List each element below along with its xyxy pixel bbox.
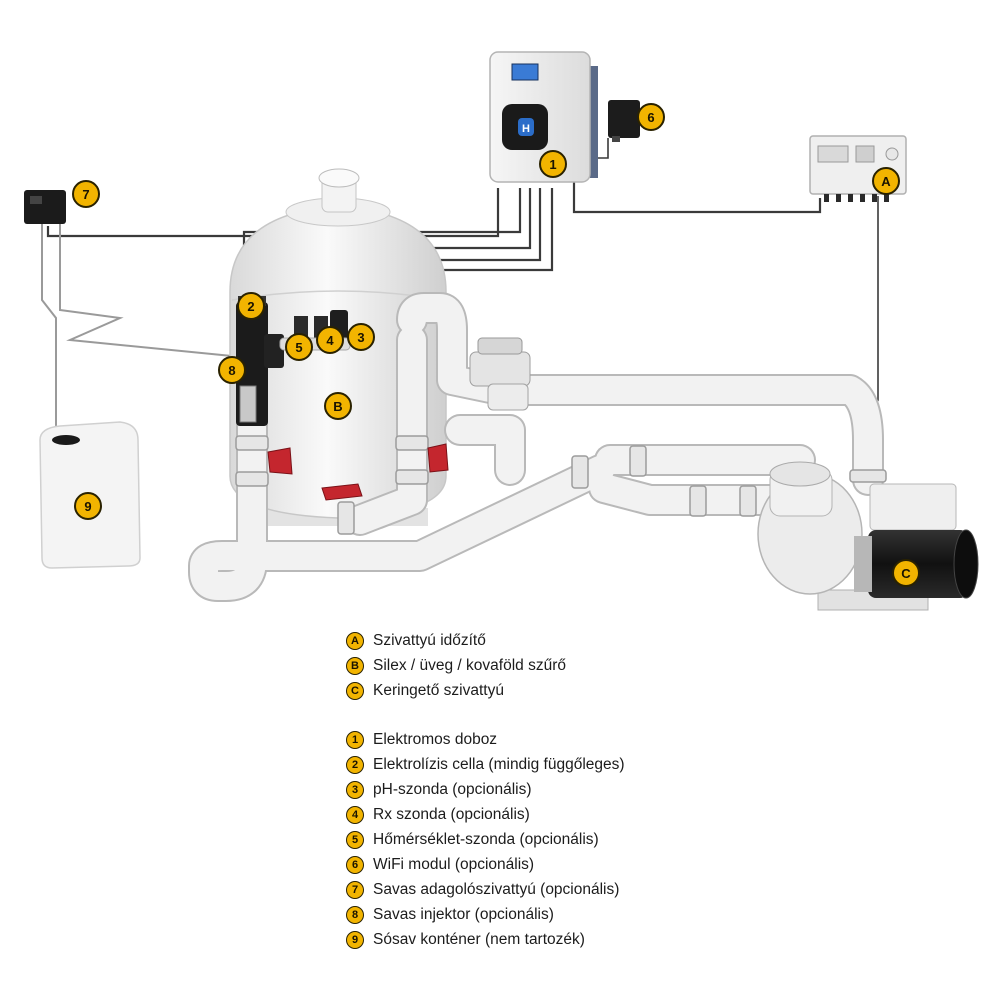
multiport-valve: [469, 337, 531, 411]
legend-text: Silex / üveg / kovaföld szűrő: [373, 656, 566, 674]
marker-3: 3: [347, 323, 375, 351]
svg-text:7: 7: [82, 187, 89, 202]
legend-badge: 8: [346, 905, 364, 924]
red-valve-handle-right: [427, 443, 449, 473]
legend-text: Savas injektor (opcionális): [373, 905, 554, 923]
electrical-box: H: [489, 51, 598, 183]
svg-text:3: 3: [357, 330, 364, 345]
legend-text: Sósav konténer (nem tartozék): [373, 930, 585, 948]
legend-item-8: 8 Savas injektor (opcionális): [346, 902, 766, 927]
legend-badge: 9: [346, 930, 364, 949]
legend-item-2: 2 Elektrolízis cella (mindig függőleges): [346, 752, 766, 777]
svg-text:2: 2: [247, 299, 254, 314]
svg-text:8: 8: [228, 363, 235, 378]
marker-9: 9: [74, 492, 102, 520]
acid-tube-injector: [59, 222, 233, 357]
legend-item-1: 1 Elektromos doboz: [346, 727, 766, 752]
svg-text:1: 1: [549, 157, 556, 172]
acid-tubes: [41, 222, 233, 438]
callout-markers: 1 2 3 4 5 6 7 8: [72, 103, 920, 587]
wifi-module: [608, 100, 640, 142]
legend-text: Rx szonda (opcionális): [373, 805, 530, 823]
legend-badge: 6: [346, 855, 364, 874]
legend-badge: 5: [346, 830, 364, 849]
red-valve-handle-bottom: [321, 483, 363, 501]
legend: A Szivattyú időzítő B Silex / üveg / kov…: [346, 628, 766, 952]
legend-badge: 3: [346, 780, 364, 799]
pipe-fittings: [235, 435, 887, 535]
brand-letter-icon: H: [522, 123, 530, 135]
legend-text: Szivattyú időzítő: [373, 631, 486, 649]
svg-text:4: 4: [326, 333, 334, 348]
legend-letters: A Szivattyú időzítő B Silex / üveg / kov…: [346, 628, 766, 703]
legend-item-3: 3 pH-szonda (opcionális): [346, 777, 766, 802]
svg-text:9: 9: [84, 499, 91, 514]
legend-text: Keringető szivattyú: [373, 681, 504, 699]
legend-item-5: 5 Hőmérséklet-szonda (opcionális): [346, 827, 766, 852]
circulation-pump: [757, 461, 979, 611]
ball-valves: [267, 443, 449, 501]
legend-item-C: C Keringető szivattyú: [346, 678, 766, 703]
marker-B: B: [324, 392, 352, 420]
legend-numbers: 1 Elektromos doboz 2 Elektrolízis cella …: [346, 727, 766, 952]
legend-item-7: 7 Savas adagolószivattyú (opcionális): [346, 877, 766, 902]
legend-badge: 1: [346, 730, 364, 749]
legend-badge: 4: [346, 805, 364, 824]
cable-timer-to-box: [572, 180, 822, 214]
legend-text: Elektrolízis cella (mindig függőleges): [373, 755, 625, 773]
legend-badge: A: [346, 631, 364, 650]
svg-text:B: B: [333, 399, 342, 414]
legend-item-B: B Silex / üveg / kovaföld szűrő: [346, 653, 766, 678]
svg-text:C: C: [901, 566, 911, 581]
svg-text:5: 5: [295, 340, 302, 355]
legend-item-9: 9 Sósav konténer (nem tartozék): [346, 927, 766, 952]
legend-item-A: A Szivattyú időzítő: [346, 628, 766, 653]
red-valve-handle-left: [267, 447, 293, 475]
legend-text: WiFi modul (opcionális): [373, 855, 535, 873]
legend-text: Hőmérséklet-szonda (opcionális): [373, 830, 599, 848]
electrolysis-cell: [236, 296, 284, 426]
lcd-screen: [511, 63, 539, 81]
marker-8: 8: [218, 356, 246, 384]
marker-1: 1: [539, 150, 567, 178]
legend-item-4: 4 Rx szonda (opcionális): [346, 802, 766, 827]
legend-badge: 2: [346, 755, 364, 774]
legend-text: Savas adagolószivattyú (opcionális): [373, 880, 620, 898]
legend-text: pH-szonda (opcionális): [373, 780, 532, 798]
legend-badge: B: [346, 656, 364, 675]
legend-text: Elektromos doboz: [373, 730, 498, 748]
pool-installation-diagram: H: [24, 51, 979, 611]
marker-C: C: [892, 559, 920, 587]
legend-item-6: 6 WiFi modul (opcionális): [346, 852, 766, 877]
marker-7: 7: [72, 180, 100, 208]
acid-tube-container: [41, 222, 57, 438]
marker-6: 6: [637, 103, 665, 131]
marker-4: 4: [316, 326, 344, 354]
marker-5: 5: [285, 333, 313, 361]
marker-A: A: [872, 167, 900, 195]
acid-dosing-pump: [24, 190, 66, 224]
marker-2: 2: [237, 292, 265, 320]
svg-text:A: A: [881, 174, 891, 189]
svg-text:6: 6: [647, 110, 654, 125]
legend-badge: C: [346, 681, 364, 700]
legend-badge: 7: [346, 880, 364, 899]
